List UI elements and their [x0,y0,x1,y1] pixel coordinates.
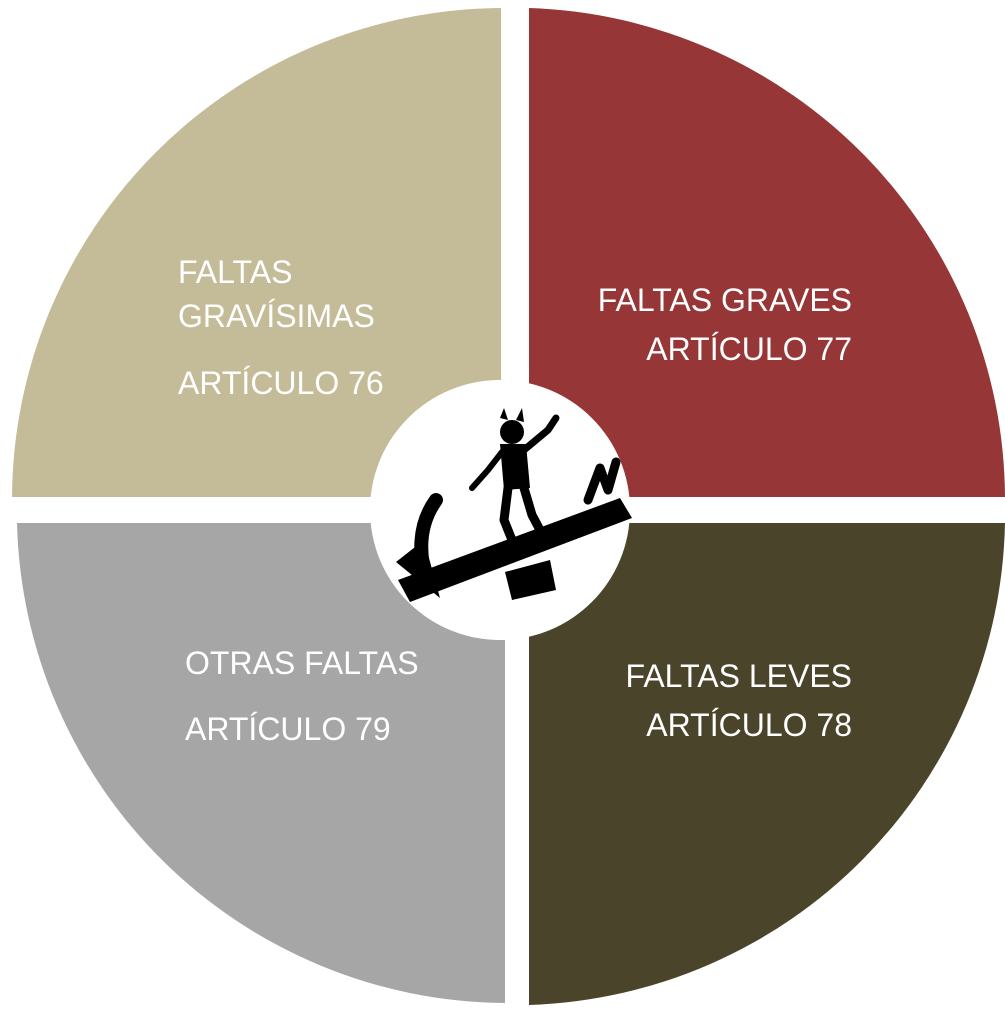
label-top-left-line-2: GRAVÍSIMAS [178,298,375,334]
left-arrowhead [396,540,440,598]
figure-leg-right [519,483,545,535]
label-top-right: FALTAS GRAVES ARTÍCULO 77 [598,282,852,367]
quadrant-bottom-right [529,523,1005,1005]
label-top-left-line-1: FALTAS [178,254,292,290]
figure-head [500,420,524,444]
right-arrow [583,457,621,505]
figure-arm-left [469,449,505,491]
label-top-right-line-2: ARTÍCULO 77 [646,331,852,367]
label-bottom-left-line-2: ARTÍCULO 79 [185,711,391,747]
quadrant-top-right [529,8,1005,497]
label-top-right-line-1: FALTAS GRAVES [598,282,852,318]
label-bottom-right: FALTAS LEVES ARTÍCULO 78 [626,658,852,743]
label-top-left: FALTAS GRAVÍSIMAS ARTÍCULO 76 [178,254,384,401]
figure-torso [500,444,530,490]
figure-horn-left [500,408,508,420]
figure-arm-right [520,414,560,454]
label-top-left-line-3: ARTÍCULO 76 [178,365,384,401]
figure-horn-right [516,408,524,422]
quadrant-top-left [12,8,501,497]
seesaw-pivot [505,560,556,600]
label-bottom-right-line-2: ARTÍCULO 78 [646,707,852,743]
label-bottom-right-line-1: FALTAS LEVES [626,658,852,694]
quadrant-bottom-left [17,523,505,1003]
seesaw-figure-icon [396,408,632,602]
figure-leg-left [499,483,517,545]
seesaw-plank [398,498,632,602]
label-bottom-left: OTRAS FALTAS ARTÍCULO 79 [185,645,419,747]
label-bottom-left-line-1: OTRAS FALTAS [185,645,419,681]
